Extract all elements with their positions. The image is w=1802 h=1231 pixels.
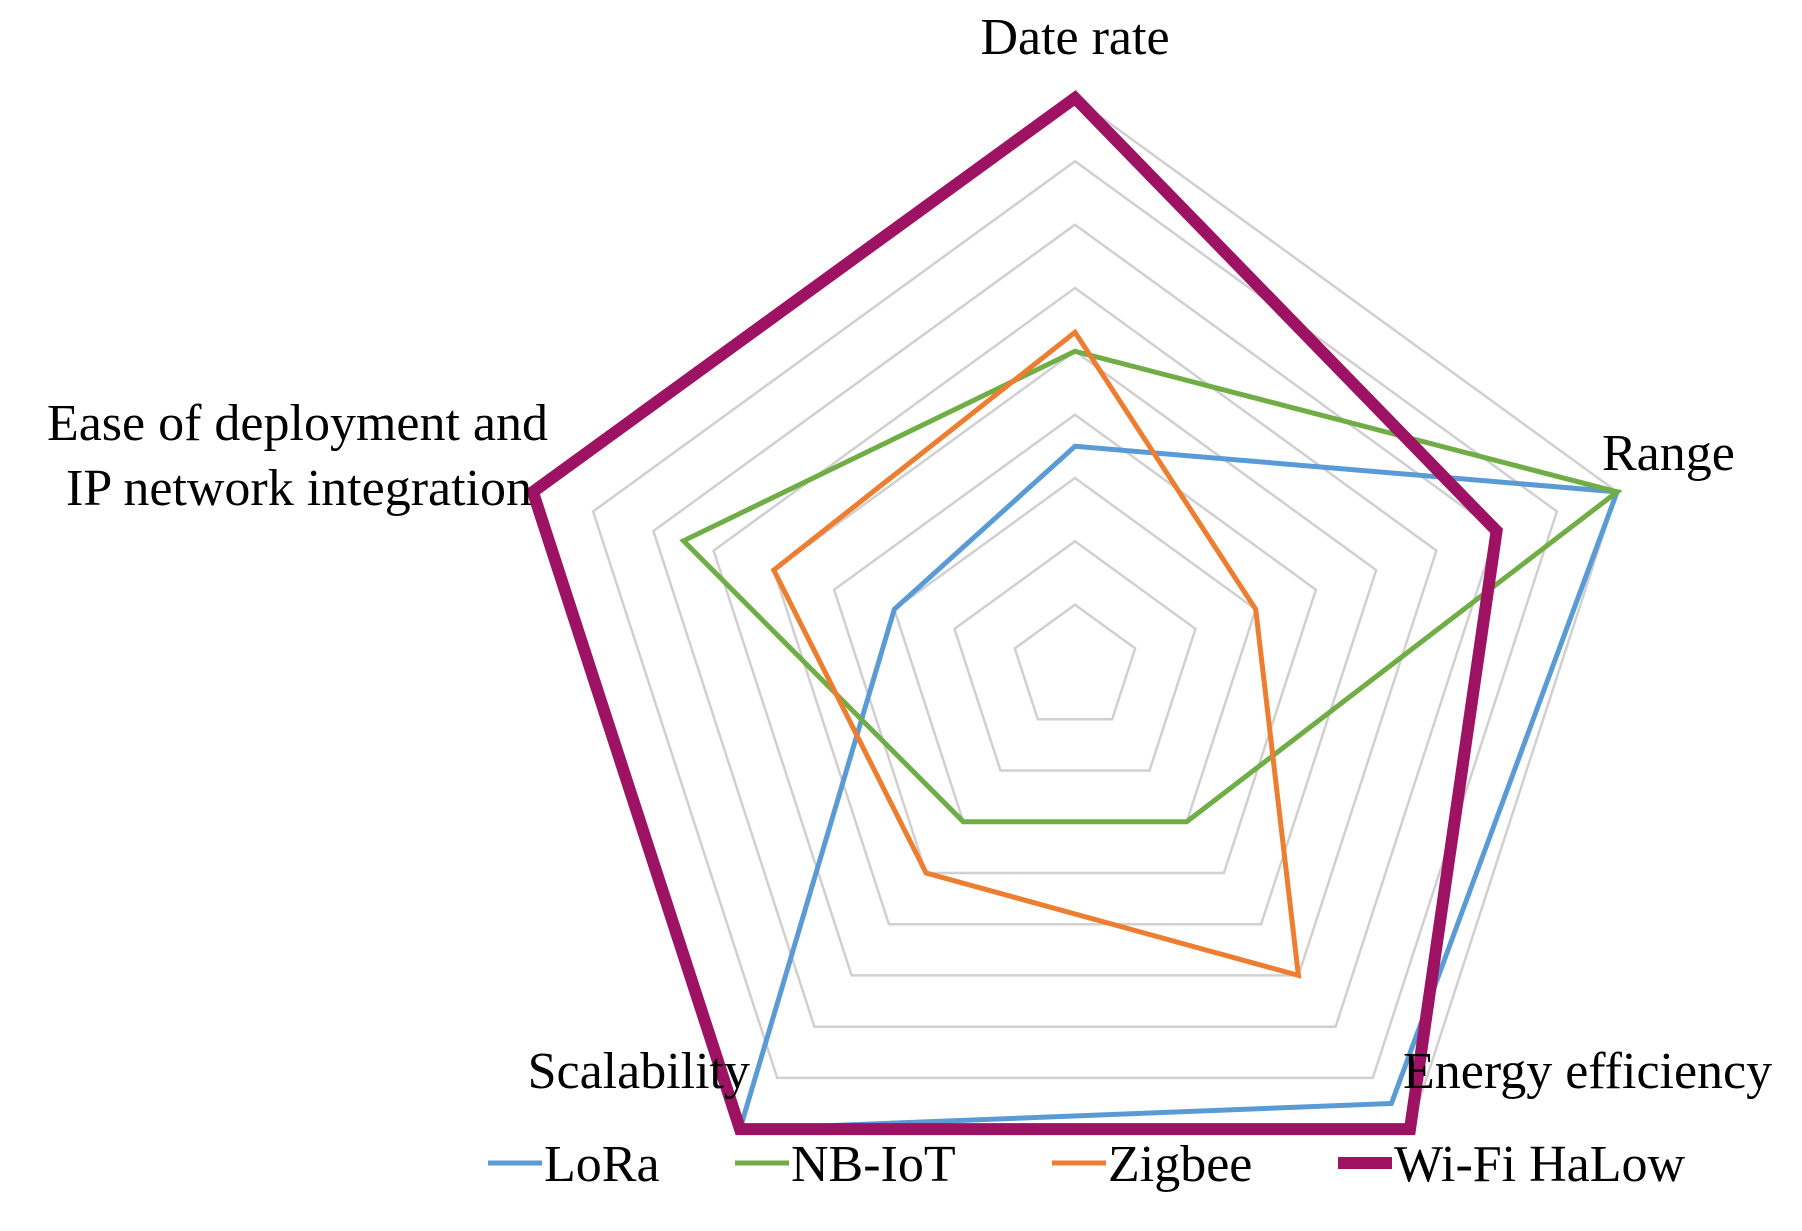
legend-item-nb-iot: NB-IoT: [735, 1136, 956, 1193]
grid-ring-7: [651, 223, 1499, 1028]
grid-ring-6: [712, 286, 1438, 977]
series-group: [525, 90, 1623, 1136]
series-nb-iot: [679, 348, 1623, 825]
axis-label-ease-line2: IP network integration: [66, 460, 532, 517]
series-line-wi-fi-halow: [525, 90, 1503, 1136]
legend-label-zigbee: Zigbee: [1108, 1136, 1252, 1193]
axis-label-ease-line1: Ease of deployment and: [47, 395, 548, 452]
legend-label-lora: LoRa: [544, 1136, 660, 1193]
grid-ring-1: [1013, 603, 1137, 721]
series-line-zigbee: [770, 328, 1302, 979]
legend: LoRa NB-IoT Zigbee Wi-Fi HaLow: [488, 1136, 1686, 1193]
legend-item-wi-fi-halow: Wi-Fi HaLow: [1338, 1136, 1686, 1193]
axis-label-energy-efficiency: Energy efficiency: [1403, 1043, 1772, 1100]
axis-label-date-rate: Date rate: [980, 9, 1169, 66]
series-wi-fi-halow: [525, 90, 1503, 1136]
grid-ring-8: [591, 159, 1559, 1080]
axis-label-range: Range: [1602, 425, 1735, 482]
series-line-nb-iot: [679, 348, 1623, 825]
legend-label-wi-fi-halow: Wi-Fi HaLow: [1394, 1136, 1686, 1193]
axis-labels: Date rate Range Energy efficiency Scalab…: [47, 9, 1772, 1100]
grid-ring-2: [953, 539, 1197, 772]
series-zigbee: [770, 328, 1302, 979]
series-line-lora: [736, 443, 1621, 1132]
grid-ring-4: [832, 413, 1318, 875]
legend-item-zigbee: Zigbee: [1052, 1136, 1252, 1193]
axis-label-scalability: Scalability: [528, 1043, 750, 1100]
legend-label-nb-iot: NB-IoT: [791, 1136, 956, 1193]
grid-ring-5: [772, 349, 1378, 926]
legend-item-lora: LoRa: [488, 1136, 660, 1193]
